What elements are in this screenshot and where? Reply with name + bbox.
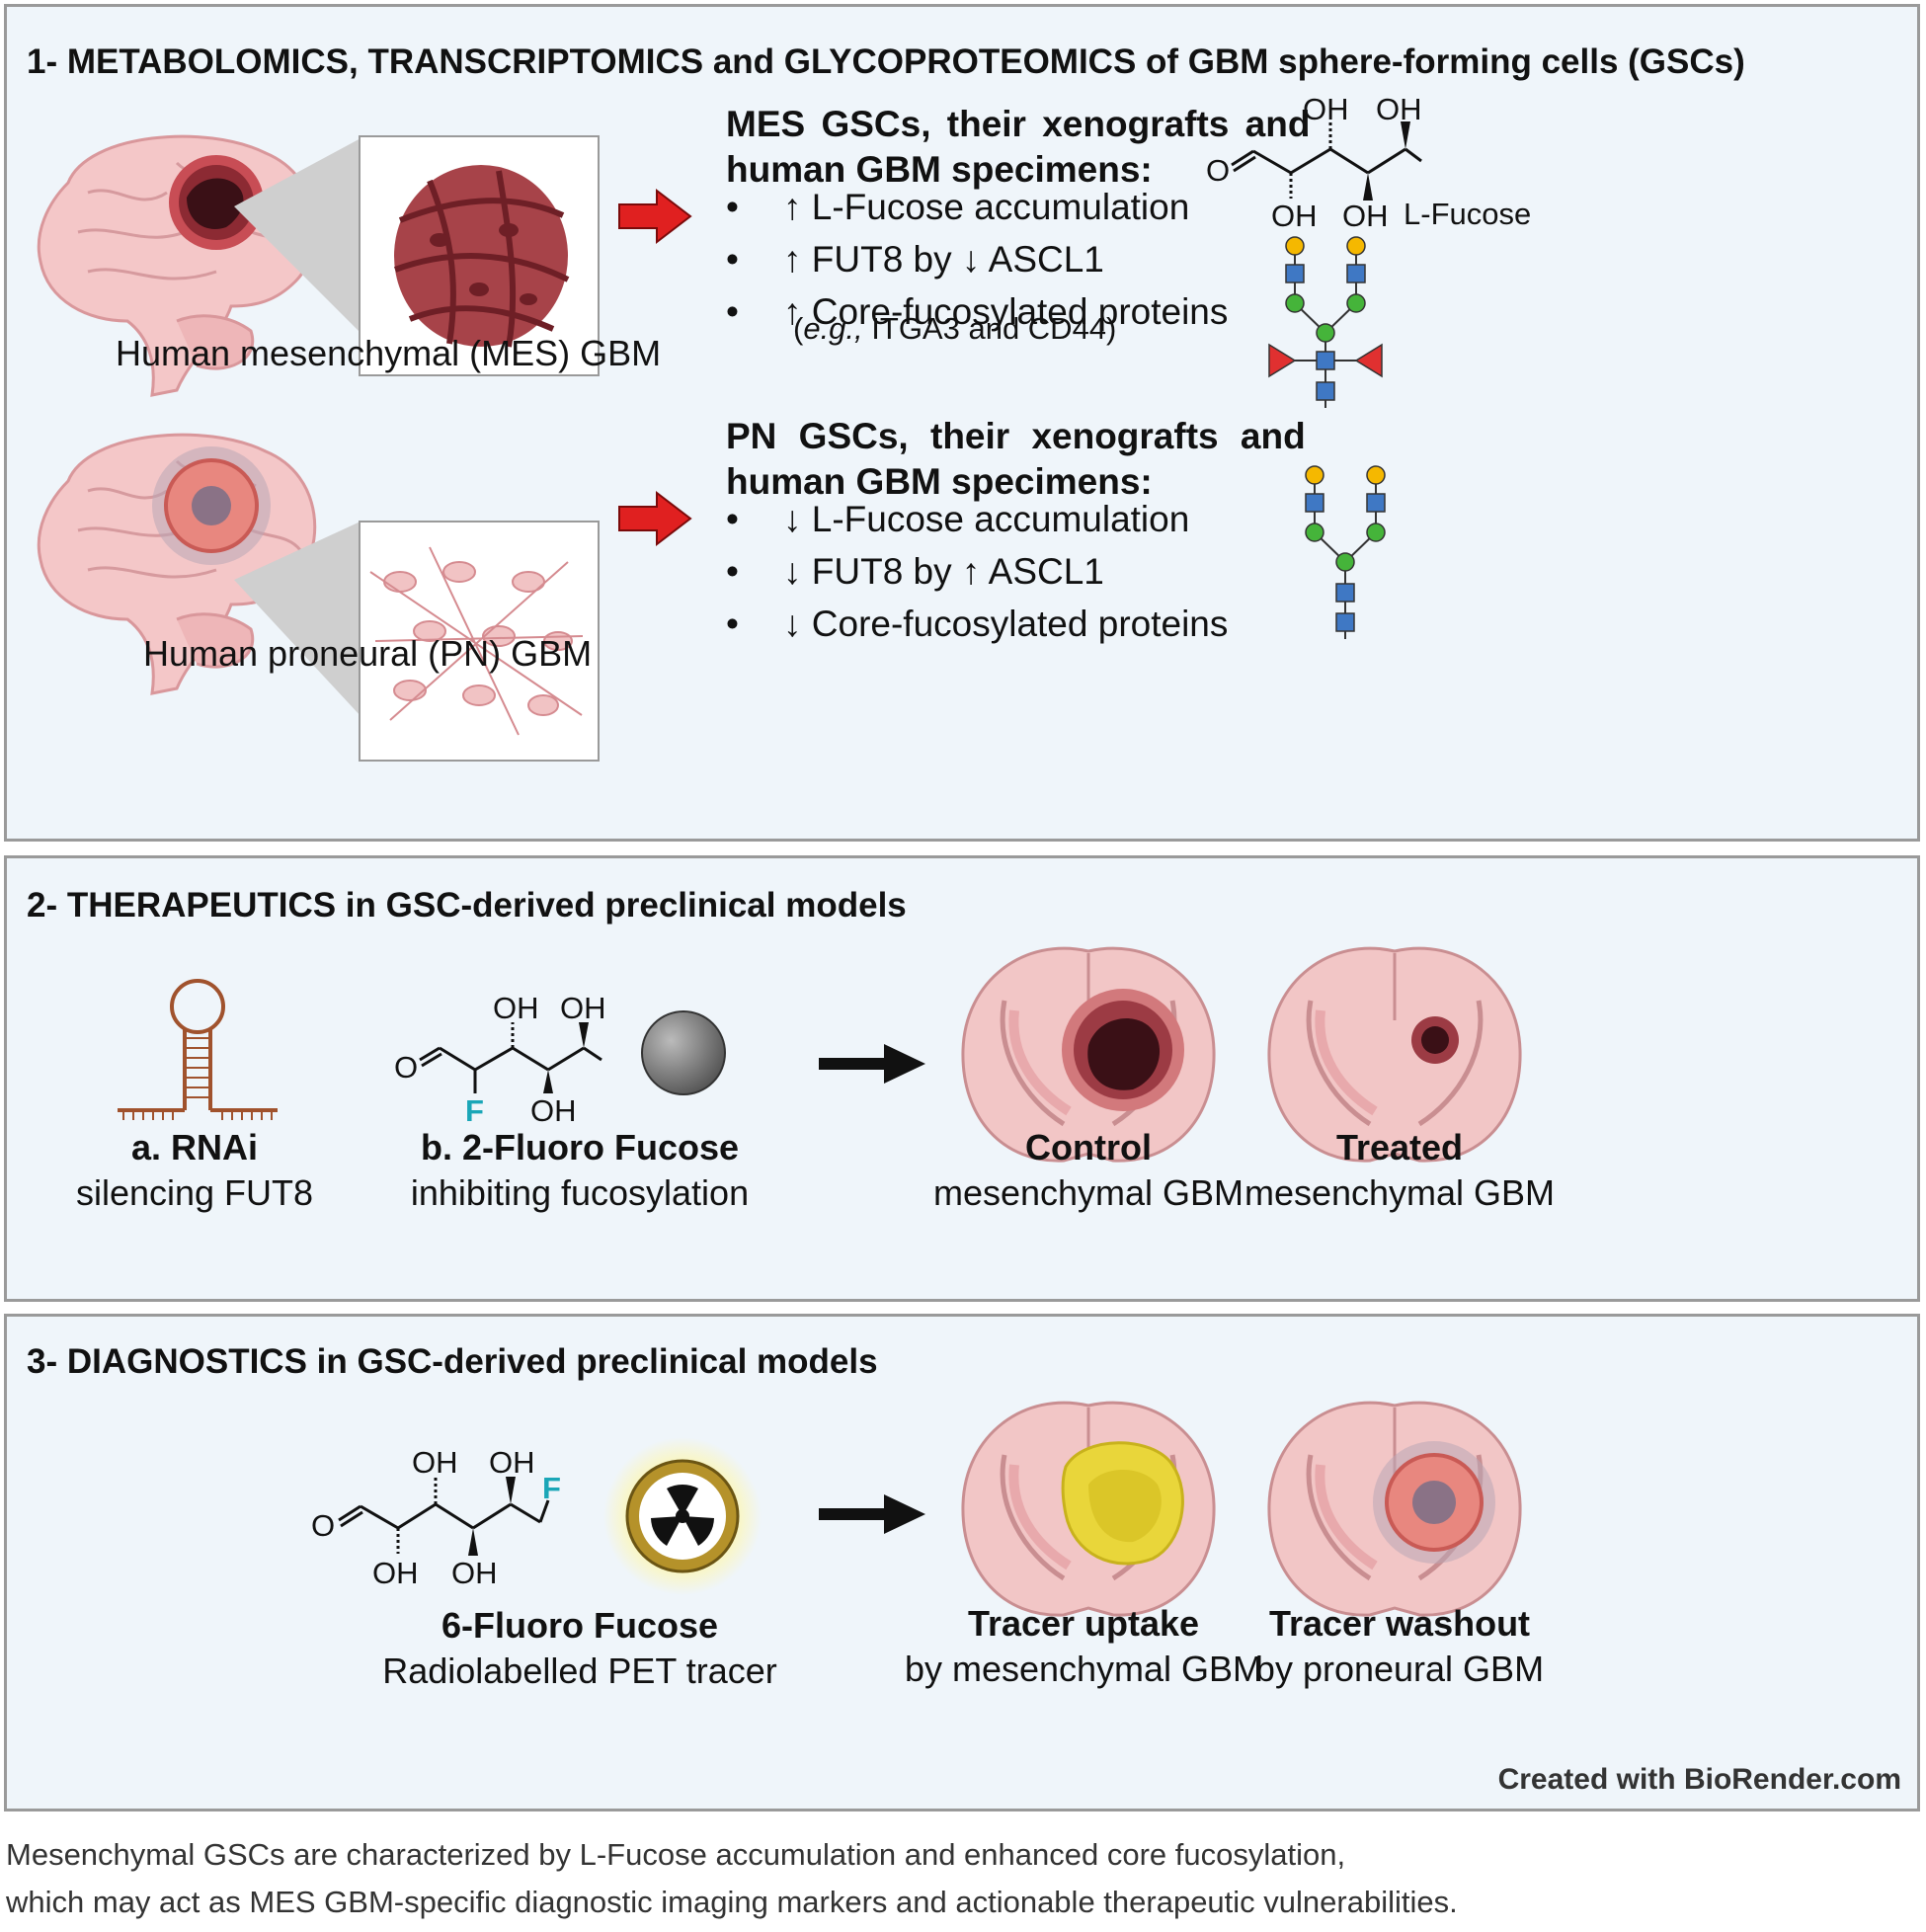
pn-brain-illustration: [37, 433, 317, 695]
mes-bullet-item: •↑ FUT8 by ↓ ASCL1: [726, 239, 1104, 280]
panel2-title: 2- THERAPEUTICS in GSC-derived preclinic…: [27, 886, 907, 925]
uptake-title: Tracer uptake: [967, 1603, 1200, 1644]
fluoro2-o: O: [394, 1050, 418, 1085]
nanoparticle-sphere-icon: [641, 1010, 726, 1095]
pn-bullet-item: •↓ FUT8 by ↑ ASCL1: [726, 551, 1104, 592]
fluoro6-label: 6-Fluoro Fucose Radiolabelled PET tracer: [372, 1603, 787, 1694]
control-title: Control: [1025, 1127, 1152, 1167]
mes-cell-cluster-illustration: [393, 165, 570, 348]
fluoro2-oh3: OH: [530, 1093, 577, 1128]
control-brain-section: [961, 946, 1216, 1163]
rnai-hairpin-icon: [118, 979, 278, 1120]
pn-bullet-list: •↓ L-Fucose accumulation •↓ FUT8 by ↑ AS…: [726, 493, 1228, 650]
fluoro6-oh2: OH: [489, 1445, 535, 1480]
fluoro6-o: O: [311, 1508, 335, 1543]
panel-metabolomics: 1- METABOLOMICS, TRANSCRIPTOMICS and GLY…: [4, 4, 1920, 842]
fluoro2-f: F: [465, 1093, 484, 1128]
fluoro2-oh1: OH: [493, 991, 539, 1025]
pn-red-arrow: [618, 490, 692, 547]
biorender-credit: Created with BioRender.com: [1497, 1763, 1901, 1796]
panel-diagnostics: 3- DIAGNOSTICS in GSC-derived preclinica…: [4, 1314, 1920, 1811]
treated-sub: mesenchymal GBM: [1244, 1172, 1556, 1213]
fluoro6-sub: Radiolabelled PET tracer: [382, 1650, 777, 1691]
2-fluoro-fucose-structure: O OH OH F OH: [394, 991, 606, 1128]
fucose-oh4: OH: [1342, 199, 1389, 233]
mes-bullet-item: •↑ Core-fucosylated proteins: [726, 291, 1229, 332]
core-fucosylated-glycan: [1268, 236, 1383, 408]
fucose-o: O: [1206, 153, 1230, 188]
pn-heading-line2: human GBM specimens:: [726, 461, 1153, 502]
uptake-sub: by mesenchymal GBM: [904, 1649, 1263, 1689]
washout-title: Tracer washout: [1268, 1603, 1531, 1644]
fucose-name: L-Fucose: [1404, 197, 1531, 231]
fluoro6-oh4: OH: [451, 1556, 498, 1590]
mes-heading-line1: MES GSCs, their xenografts and: [726, 104, 1311, 144]
tracer-washout-brain-section: [1267, 1401, 1522, 1617]
radioactive-icon: [603, 1437, 762, 1595]
treated-title: Treated: [1335, 1127, 1464, 1167]
fluoro6-oh3: OH: [372, 1556, 419, 1590]
pn-gbm-label: Human proneural (PN) GBM: [143, 633, 593, 674]
rnai-title: a. RNAi: [130, 1127, 259, 1167]
fluoro6-f: F: [542, 1471, 561, 1505]
treated-brain-section: [1267, 946, 1522, 1163]
non-fucosylated-glycan: [1305, 465, 1386, 639]
panel1-title: 1- METABOLOMICS, TRANSCRIPTOMICS and GLY…: [27, 42, 1745, 81]
fucose-oh1: OH: [1303, 92, 1349, 126]
mes-example-note: (e.g., ITGA3 and CD44): [793, 311, 1117, 346]
pn-cells-illustration: [369, 546, 584, 736]
therapeutics-black-arrow: [819, 1044, 925, 1084]
rnai-sub: silencing FUT8: [75, 1172, 314, 1213]
pn-bullet-item: •↓ L-Fucose accumulation: [726, 499, 1190, 539]
pn-heading-line1: PN GSCs, their xenografts and: [726, 416, 1306, 456]
fluoro6-oh1: OH: [412, 1445, 458, 1480]
tracer-uptake-brain-section: [961, 1401, 1216, 1617]
treated-label: Treated mesenchymal GBM: [1242, 1125, 1558, 1216]
mes-gbm-label: Human mesenchymal (MES) GBM: [116, 333, 662, 373]
fucose-oh2: OH: [1376, 92, 1422, 126]
uptake-label: Tracer uptake by mesenchymal GBM: [896, 1601, 1271, 1692]
washout-label: Tracer washout by proneural GBM: [1232, 1601, 1567, 1692]
pn-cell-zoom-box: [359, 521, 600, 762]
mes-bullet-list: •↑ L-Fucose accumulation •↑ FUT8 by ↓ AS…: [726, 181, 1228, 338]
rnai-label: a. RNAi silencing FUT8: [66, 1125, 323, 1216]
mes-zoom-wedge: [234, 137, 362, 335]
panel-therapeutics: 2- THERAPEUTICS in GSC-derived preclinic…: [4, 855, 1920, 1302]
l-fucose-structure: O OH OH OH OH L-Fucose: [1206, 92, 1531, 233]
figure-caption: Mesenchymal GSCs are characterized by L-…: [6, 1831, 1458, 1926]
fluoro2-sub: inhibiting fucosylation: [410, 1172, 750, 1213]
control-label: Control mesenchymal GBM: [925, 1125, 1251, 1216]
mes-heading-line2: human GBM specimens:: [726, 149, 1153, 190]
6-fluoro-fucose-structure: O OH OH OH OH F: [311, 1445, 561, 1590]
mes-cell-zoom-box: [359, 135, 600, 376]
fluoro2-title: b. 2-Fluoro Fucose: [420, 1127, 739, 1167]
pn-heading: PN GSCs, their xenografts and human GBM …: [726, 414, 1306, 505]
fluoro2-oh2: OH: [560, 991, 606, 1025]
mes-heading: MES GSCs, their xenografts and human GBM…: [726, 102, 1310, 193]
pn-zoom-wedge: [234, 521, 362, 718]
caption-line2: which may act as MES GBM-specific diagno…: [6, 1885, 1458, 1919]
pn-bullet-item: •↓ Core-fucosylated proteins: [726, 604, 1229, 644]
panel3-title: 3- DIAGNOSTICS in GSC-derived preclinica…: [27, 1342, 878, 1381]
diagnostics-black-arrow: [819, 1494, 925, 1534]
fucose-oh3: OH: [1271, 199, 1318, 233]
fluoro6-title: 6-Fluoro Fucose: [441, 1605, 719, 1646]
fluoro2-label: b. 2-Fluoro Fucose inhibiting fucosylati…: [402, 1125, 758, 1216]
caption-line1: Mesenchymal GSCs are characterized by L-…: [6, 1837, 1346, 1872]
mes-red-arrow: [618, 188, 692, 245]
washout-sub: by proneural GBM: [1254, 1649, 1545, 1689]
control-sub: mesenchymal GBM: [932, 1172, 1244, 1213]
mes-bullet-item: •↑ L-Fucose accumulation: [726, 187, 1190, 227]
